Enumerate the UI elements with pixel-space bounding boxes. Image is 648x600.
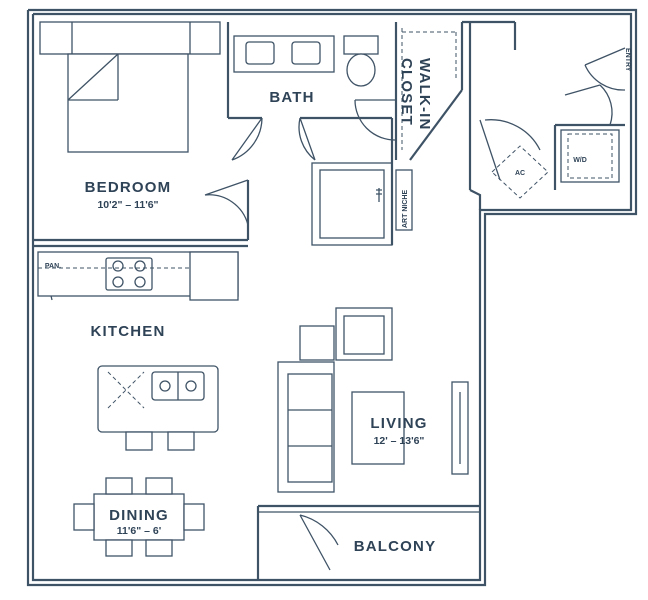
kitchen-fixtures — [37, 251, 239, 451]
bedroom-label: BEDROOM — [85, 179, 172, 196]
pantry-label: PAN. — [45, 263, 61, 270]
dining-furniture — [73, 477, 205, 557]
kitchen-label: KITCHEN — [90, 323, 165, 340]
bedroom-furniture — [39, 21, 221, 153]
dining-dimensions: 11'6" – 6' — [117, 525, 161, 537]
room-labels: BEDROOM 10'2" – 11'6" BATH WALK-IN CLOSE… — [45, 48, 631, 555]
art-niche-label: ART NICHE — [402, 190, 409, 228]
washer-dryer-label: W/D — [573, 157, 587, 164]
closet-label-line1: WALK-IN — [416, 58, 433, 131]
interior-walls — [33, 20, 625, 580]
ac-label: AC — [515, 170, 525, 177]
utility-fixtures — [491, 129, 620, 199]
living-label: LIVING — [370, 415, 427, 432]
bath-fixtures — [233, 35, 382, 202]
living-furniture — [277, 307, 469, 493]
bedroom-dimensions: 10'2" – 11'6" — [97, 199, 158, 211]
closet-shelves — [401, 28, 457, 150]
bath-label: BATH — [269, 89, 314, 106]
closet-label-line2: CLOSET — [398, 58, 415, 126]
entry-label: ENTRY — [624, 48, 631, 72]
living-dimensions: 12' – 13'6" — [374, 435, 425, 447]
dining-label: DINING — [109, 507, 169, 524]
balcony-label: BALCONY — [354, 538, 437, 555]
